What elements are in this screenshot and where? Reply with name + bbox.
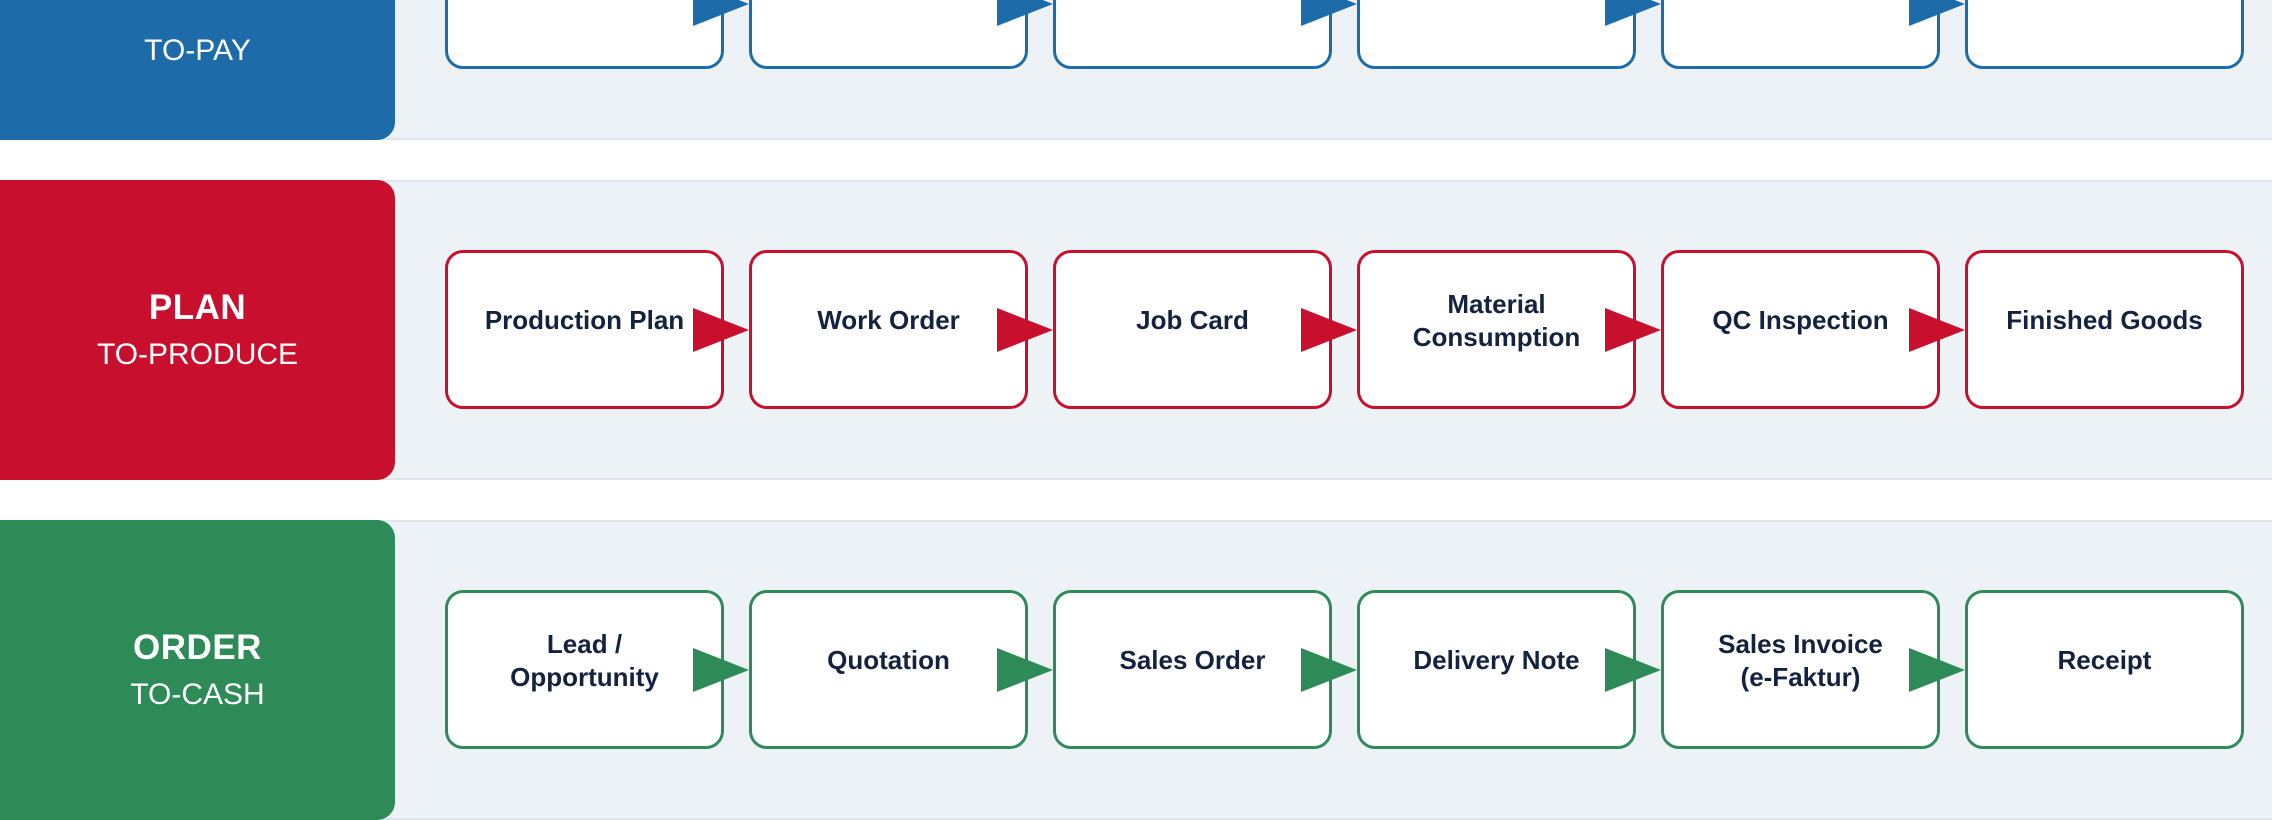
lane-plan: PLAN TO-PRODUCE Production Plan Work Ord… bbox=[0, 180, 2272, 480]
flow-arrow-icon bbox=[1301, 0, 1357, 26]
flow-arrow-icon bbox=[1909, 0, 1965, 26]
process-step[interactable]: Work Order bbox=[749, 250, 1028, 409]
step-label: QC Inspection bbox=[1712, 305, 1889, 336]
lane-subtitle: TO-PAY bbox=[144, 33, 251, 67]
lane-order: ORDER TO-CASH Lead / Opportunity Quotati… bbox=[0, 520, 2272, 820]
step-label: Quotation bbox=[827, 645, 950, 676]
flow-arrow-icon bbox=[1605, 648, 1661, 692]
process-step[interactable] bbox=[445, 0, 724, 69]
flow-arrow-icon bbox=[997, 648, 1053, 692]
process-step[interactable] bbox=[749, 0, 1028, 69]
step-label: Production Plan bbox=[484, 305, 685, 336]
flow-arrow-icon bbox=[1605, 308, 1661, 352]
flow-arrow-icon bbox=[1605, 0, 1661, 26]
lane-procure: TO-PAY bbox=[0, 0, 2272, 140]
lane-label-plan: PLAN TO-PRODUCE bbox=[0, 180, 395, 480]
flow-arrow-icon bbox=[693, 0, 749, 26]
lane-subtitle: TO-PRODUCE bbox=[96, 337, 299, 371]
step-label: Finished Goods bbox=[2006, 305, 2203, 336]
process-step[interactable]: Production Plan bbox=[445, 250, 724, 409]
flow-arrow-icon bbox=[1909, 648, 1965, 692]
step-label: Work Order bbox=[817, 305, 960, 336]
process-step[interactable] bbox=[1053, 0, 1332, 69]
step-label: Delivery Note bbox=[1413, 645, 1580, 676]
process-step[interactable]: Quotation bbox=[749, 590, 1028, 749]
lane-title: ORDER bbox=[133, 627, 262, 667]
lane-subtitle: TO-CASH bbox=[130, 677, 265, 711]
step-label: Material Consumption bbox=[1412, 289, 1581, 352]
lane-label-order: ORDER TO-CASH bbox=[0, 520, 395, 820]
process-step[interactable]: Material Consumption bbox=[1357, 250, 1636, 409]
process-step[interactable]: Sales Invoice (e-Faktur) bbox=[1661, 590, 1940, 749]
process-step[interactable]: Lead / Opportunity bbox=[445, 590, 724, 749]
process-step[interactable]: Job Card bbox=[1053, 250, 1332, 409]
process-step[interactable]: Delivery Note bbox=[1357, 590, 1636, 749]
process-step[interactable]: Sales Order bbox=[1053, 590, 1332, 749]
step-label: Receipt bbox=[2057, 645, 2152, 676]
process-step[interactable]: Finished Goods bbox=[1965, 250, 2244, 409]
process-step[interactable] bbox=[1357, 0, 1636, 69]
flow-arrow-icon bbox=[997, 0, 1053, 26]
lane-title: PLAN bbox=[148, 287, 247, 327]
process-step[interactable]: Receipt bbox=[1965, 590, 2244, 749]
step-label: Sales Order bbox=[1119, 645, 1266, 676]
step-label: Sales Invoice (e-Faktur) bbox=[1718, 629, 1883, 692]
process-step[interactable] bbox=[1965, 0, 2244, 69]
flow-arrow-icon bbox=[693, 308, 749, 352]
process-step[interactable]: QC Inspection bbox=[1661, 250, 1940, 409]
flow-arrow-icon bbox=[1301, 648, 1357, 692]
step-label: Lead / Opportunity bbox=[510, 629, 659, 692]
flow-arrow-icon bbox=[693, 648, 749, 692]
flow-arrow-icon bbox=[1301, 308, 1357, 352]
flow-arrow-icon bbox=[997, 308, 1053, 352]
lane-label-procure: TO-PAY bbox=[0, 0, 395, 140]
step-label: Job Card bbox=[1136, 305, 1249, 336]
flow-arrow-icon bbox=[1909, 308, 1965, 352]
process-step[interactable] bbox=[1661, 0, 1940, 69]
